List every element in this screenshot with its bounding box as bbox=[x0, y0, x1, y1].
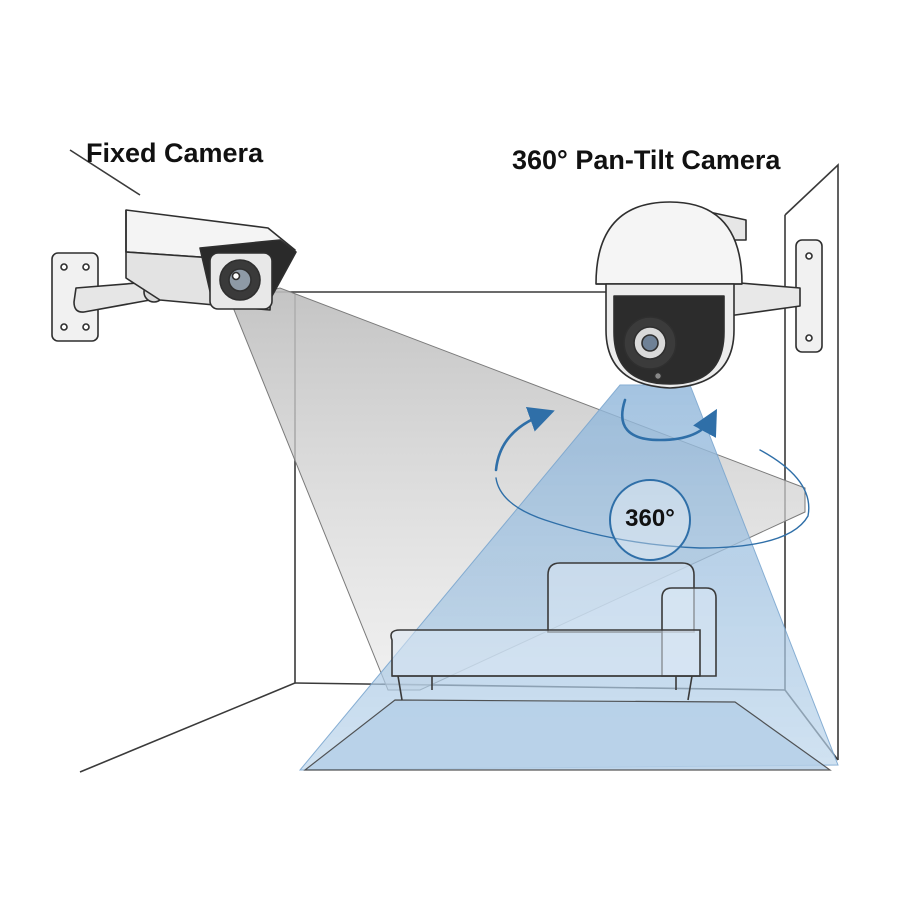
dome-ptz-camera-icon bbox=[595, 201, 823, 389]
fixed-label-leader-line bbox=[69, 149, 141, 196]
ptz-camera-label: 360° Pan-Tilt Camera bbox=[512, 145, 781, 175]
right-wall-panel bbox=[784, 163, 839, 760]
floor-rug bbox=[303, 699, 832, 771]
left-pan-arrow bbox=[494, 406, 555, 472]
rotation-indicators bbox=[494, 398, 810, 561]
chaise-lounge-icon bbox=[390, 562, 717, 701]
degree-badge-circle bbox=[609, 479, 691, 561]
tilt-arrow-arc bbox=[620, 398, 717, 442]
fixed-camera-label: Fixed Camera bbox=[86, 138, 264, 168]
bullet-camera-icon bbox=[51, 209, 297, 342]
pan-ellipse-front bbox=[495, 449, 810, 549]
rotation-degrees-label: 360° bbox=[625, 505, 675, 532]
